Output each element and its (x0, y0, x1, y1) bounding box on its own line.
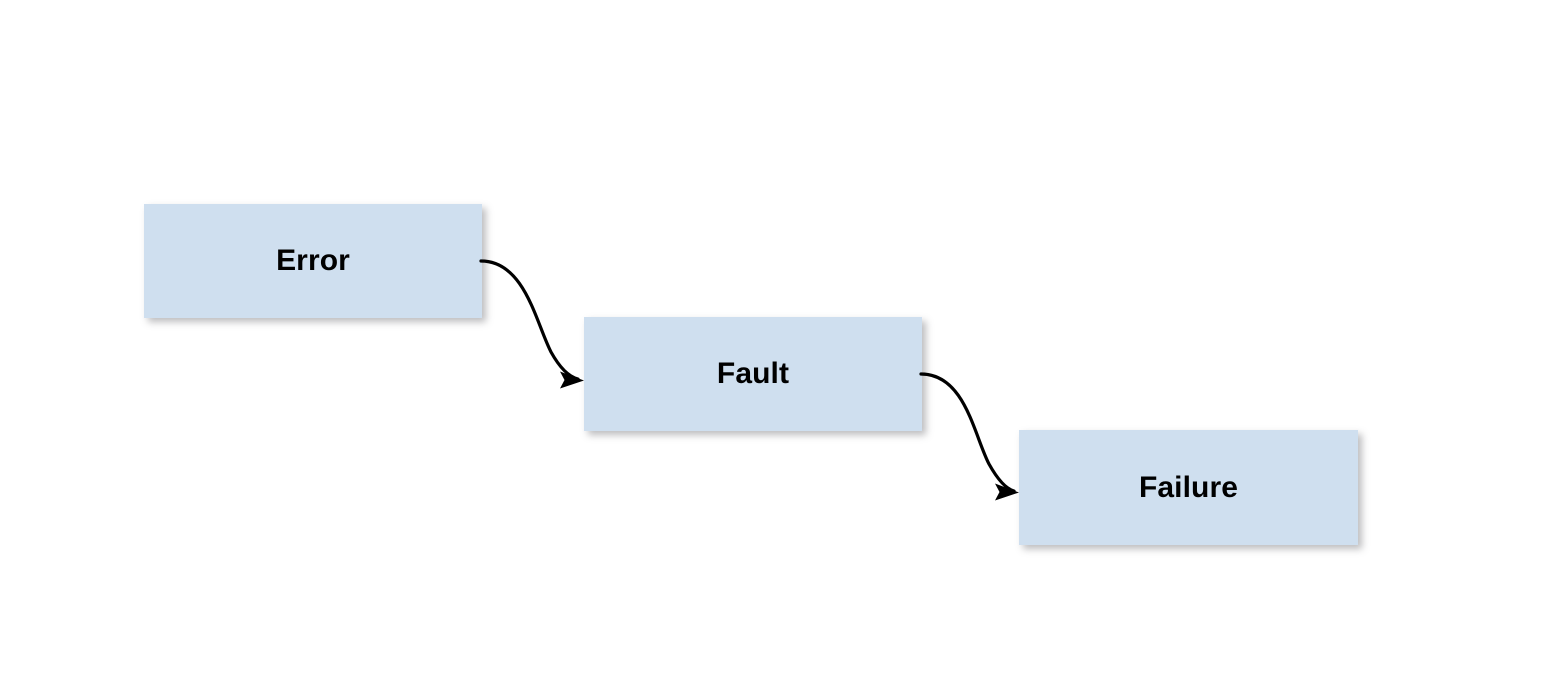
node-failure[interactable]: Failure (1019, 430, 1358, 545)
edge-error-to-fault (479, 259, 584, 389)
node-failure-label: Failure (1138, 470, 1239, 504)
node-fault-label: Fault (716, 357, 790, 390)
node-error[interactable]: Error (144, 204, 482, 318)
edge-fault-to-failure (919, 372, 1019, 501)
edge-fault-to-failure-arrowhead (995, 483, 1019, 501)
node-fault[interactable]: Fault (584, 317, 922, 431)
edge-error-to-fault-path (479, 259, 580, 381)
node-error-label: Error (276, 244, 350, 277)
edge-fault-to-failure-path (919, 372, 1016, 493)
edge-error-to-fault-arrowhead (560, 371, 584, 389)
